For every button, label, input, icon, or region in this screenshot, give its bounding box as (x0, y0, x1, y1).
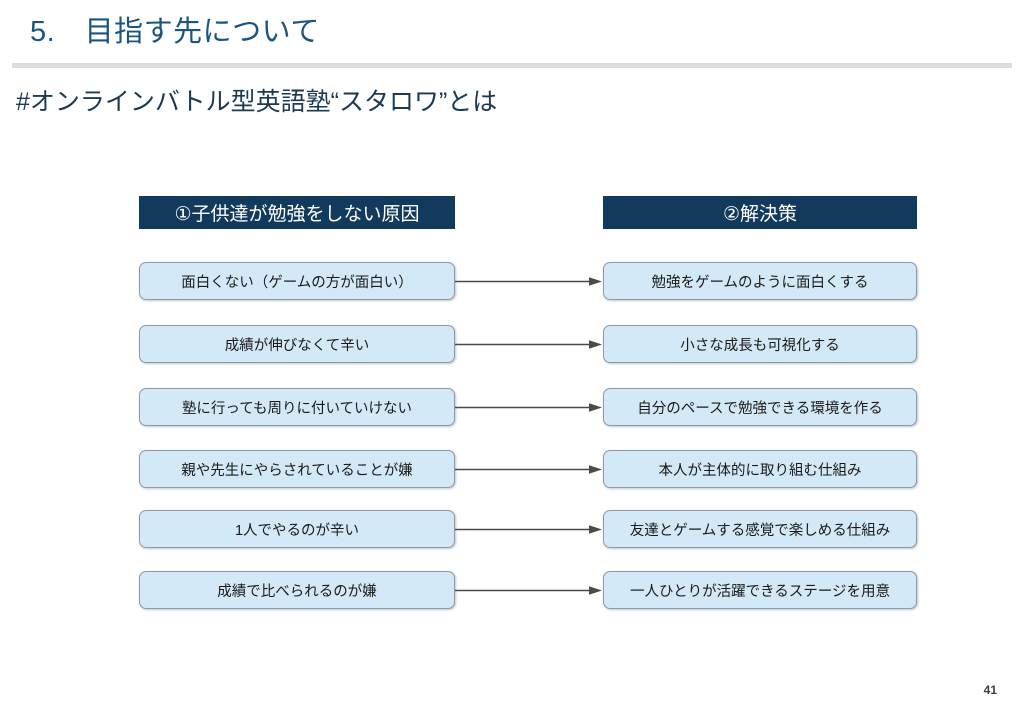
arrow-connector (455, 464, 603, 475)
solution-node[interactable]: 一人ひとりが活躍できるステージを用意 (603, 571, 917, 609)
cause-node[interactable]: 1人でやるのが辛い (139, 510, 455, 548)
column-header-solutions: ②解決策 (603, 196, 917, 229)
page-number: 41 (983, 683, 997, 697)
solution-node[interactable]: 自分のペースで勉強できる環境を作る (603, 388, 917, 426)
arrow-connector (455, 339, 603, 350)
solution-node[interactable]: 友達とゲームする感覚で楽しめる仕組み (603, 510, 917, 548)
cause-node[interactable]: 成績が伸びなくて辛い (139, 325, 455, 363)
arrow-connector (455, 585, 603, 596)
page-title: 5. 目指す先について (30, 16, 320, 48)
title-divider (12, 63, 1012, 68)
solution-node[interactable]: 勉強をゲームのように面白くする (603, 262, 917, 300)
arrow-connector (455, 276, 603, 287)
solution-node[interactable]: 本人が主体的に取り組む仕組み (603, 450, 917, 488)
cause-node[interactable]: 塾に行っても周りに付いていけない (139, 388, 455, 426)
cause-node[interactable]: 成績で比べられるのが嫌 (139, 571, 455, 609)
column-header-causes: ①子供達が勉強をしない原因 (139, 196, 455, 229)
cause-node[interactable]: 面白くない（ゲームの方が面白い） (139, 262, 455, 300)
arrow-connector (455, 524, 603, 535)
arrow-connector (455, 402, 603, 413)
solution-node[interactable]: 小さな成長も可視化する (603, 325, 917, 363)
page-subtitle: #オンラインバトル型英語塾“スタロワ”とは (16, 88, 498, 116)
cause-node[interactable]: 親や先生にやらされていることが嫌 (139, 450, 455, 488)
